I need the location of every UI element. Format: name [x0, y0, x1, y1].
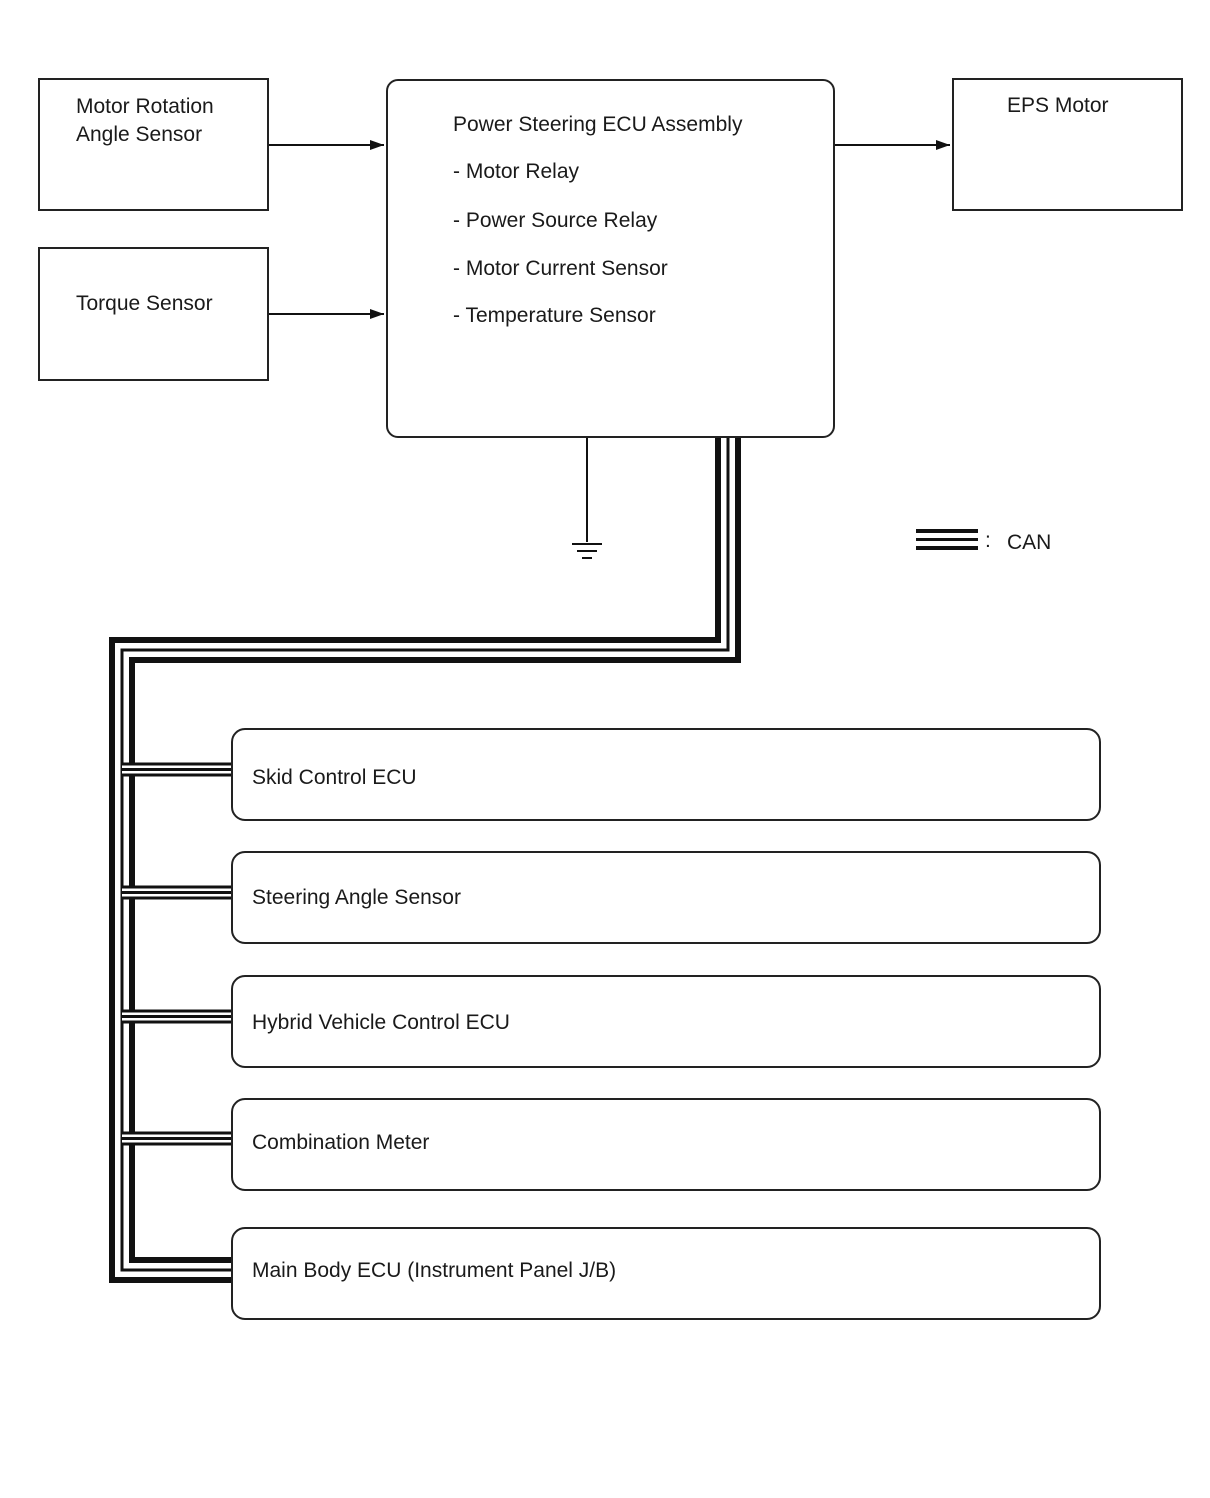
ground-icon	[572, 438, 602, 559]
ecu-component: - Temperature Sensor	[453, 304, 656, 327]
can-legend-symbol	[916, 529, 978, 550]
skid-control-ecu-label: Skid Control ECU	[252, 766, 417, 789]
ecu-component: - Power Source Relay	[453, 209, 658, 232]
hybrid-vehicle-control-ecu-box	[231, 975, 1101, 1068]
can-branch-skid-control	[122, 762, 231, 777]
skid-control-ecu-box	[231, 728, 1101, 821]
combination-meter-label: Combination Meter	[252, 1131, 430, 1154]
torque-sensor-box	[38, 247, 269, 381]
can-bus-branches	[122, 762, 231, 1146]
eps-motor-box	[952, 78, 1183, 211]
ecu-title: Power Steering ECU Assembly	[453, 113, 743, 136]
steering-angle-sensor-label: Steering Angle Sensor	[252, 886, 461, 909]
legend-can-label: CAN	[1007, 531, 1052, 554]
main-body-ecu-label: Main Body ECU (Instrument Panel J/B)	[252, 1259, 617, 1282]
can-branch-steering-angle	[122, 885, 231, 900]
motor-rotation-angle-sensor-box	[38, 78, 269, 211]
can-branch-hybrid-vehicle	[122, 1009, 231, 1024]
main-body-ecu-box	[231, 1227, 1101, 1320]
combination-meter-box	[231, 1098, 1101, 1191]
ecu-component: - Motor Current Sensor	[453, 257, 668, 280]
motor-rotation-angle-sensor-label-line2: Angle Sensor	[76, 123, 203, 146]
eps-motor-label: EPS Motor	[1007, 94, 1109, 117]
torque-sensor-label: Torque Sensor	[76, 292, 213, 315]
hybrid-vehicle-control-ecu-label: Hybrid Vehicle Control ECU	[252, 1011, 510, 1034]
ecu-component: - Motor Relay	[453, 160, 580, 183]
can-bus-line	[109, 438, 741, 1283]
legend-separator: :	[985, 529, 991, 552]
steering-angle-sensor-box	[231, 851, 1101, 944]
motor-rotation-angle-sensor-label-line1: Motor Rotation	[76, 95, 214, 118]
can-branch-combination-meter	[122, 1131, 231, 1146]
power-steering-ecu-box	[386, 79, 835, 438]
